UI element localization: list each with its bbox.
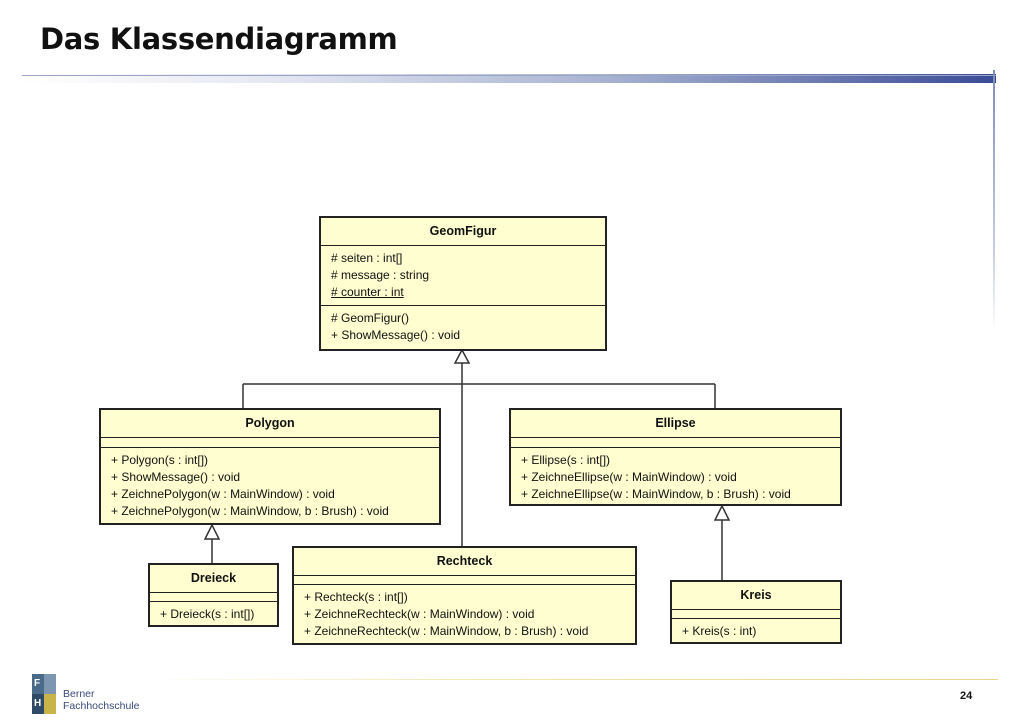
method: + ZeichneEllipse(w : MainWindow, b : Bru… xyxy=(521,487,791,501)
attribute: # seiten : int[] xyxy=(331,251,403,265)
attributes-section xyxy=(294,576,635,584)
attributes-section xyxy=(150,593,277,601)
method: + ZeichnePolygon(w : MainWindow, b : Bru… xyxy=(111,504,389,518)
bfh-logo-icon xyxy=(32,674,56,714)
attributes-section xyxy=(672,610,840,618)
class-dreieck: Dreieck + Dreieck(s : int[]) xyxy=(148,563,279,627)
class-geomfigur: GeomFigur # seiten : int[] # message : s… xyxy=(319,216,607,351)
class-name: Rechteck xyxy=(294,548,635,576)
method: + ShowMessage() : void xyxy=(331,328,461,342)
logo-letter-f: F xyxy=(34,678,41,689)
title-rule xyxy=(22,74,996,83)
methods-section: + Rechteck(s : int[]) + ZeichneRechteck(… xyxy=(294,584,635,643)
logo-letters: F H xyxy=(32,674,56,714)
methods-section: # GeomFigur() + ShowMessage() : void xyxy=(321,305,605,347)
method: + Kreis(s : int) xyxy=(682,624,757,638)
inheritance-arrowhead-ellipse xyxy=(713,504,731,521)
class-ellipse: Ellipse + Ellipse(s : int[]) + ZeichneEl… xyxy=(509,408,842,506)
class-kreis: Kreis + Kreis(s : int) xyxy=(670,580,842,644)
attributes-section xyxy=(101,438,439,447)
method: + ZeichnePolygon(w : MainWindow) : void xyxy=(111,487,335,501)
organization-name-line1: Berner xyxy=(63,688,95,700)
class-name: Dreieck xyxy=(150,565,277,593)
attribute: # message : string xyxy=(331,268,430,282)
method: # GeomFigur() xyxy=(331,311,410,325)
method: + Polygon(s : int[]) xyxy=(111,453,209,467)
logo-letter-h: H xyxy=(34,698,42,709)
methods-section: + Ellipse(s : int[]) + ZeichneEllipse(w … xyxy=(511,447,840,506)
title-rule-line xyxy=(22,75,996,76)
page-number: 24 xyxy=(960,690,973,702)
method: + Rechteck(s : int[]) xyxy=(304,590,408,604)
method: + ZeichneRechteck(w : MainWindow, b : Br… xyxy=(304,624,589,638)
methods-section: + Kreis(s : int) xyxy=(672,618,840,643)
footer-rule xyxy=(138,679,998,680)
methods-section: + Polygon(s : int[]) + ShowMessage() : v… xyxy=(101,447,439,523)
inheritance-arrowhead-polygon xyxy=(203,523,221,540)
static-attribute: # counter : int xyxy=(331,285,404,299)
method: + ZeichneEllipse(w : MainWindow) : void xyxy=(521,470,737,484)
class-name: Kreis xyxy=(672,582,840,610)
method: + Dreieck(s : int[]) xyxy=(160,607,255,621)
class-polygon: Polygon + Polygon(s : int[]) + ShowMessa… xyxy=(99,408,441,525)
class-name: Polygon xyxy=(101,410,439,438)
methods-section: + Dreieck(s : int[]) xyxy=(150,601,277,626)
organization-name-line2: Fachhochschule xyxy=(63,700,140,712)
method: + ShowMessage() : void xyxy=(111,470,241,484)
inheritance-arrowhead-geomfigur xyxy=(453,348,471,364)
attributes-section xyxy=(511,438,840,447)
organization-name: Berner Fachhochschule xyxy=(63,688,139,712)
class-name: Ellipse xyxy=(511,410,840,438)
attributes-section: # seiten : int[] # message : string # co… xyxy=(321,246,605,305)
method: + ZeichneRechteck(w : MainWindow) : void xyxy=(304,607,535,621)
class-rechteck: Rechteck + Rechteck(s : int[]) + Zeichne… xyxy=(292,546,637,645)
class-name: GeomFigur xyxy=(321,218,605,246)
right-rule xyxy=(993,70,995,332)
slide-title: Das Klassendiagramm xyxy=(40,22,398,56)
method: + Ellipse(s : int[]) xyxy=(521,453,611,467)
